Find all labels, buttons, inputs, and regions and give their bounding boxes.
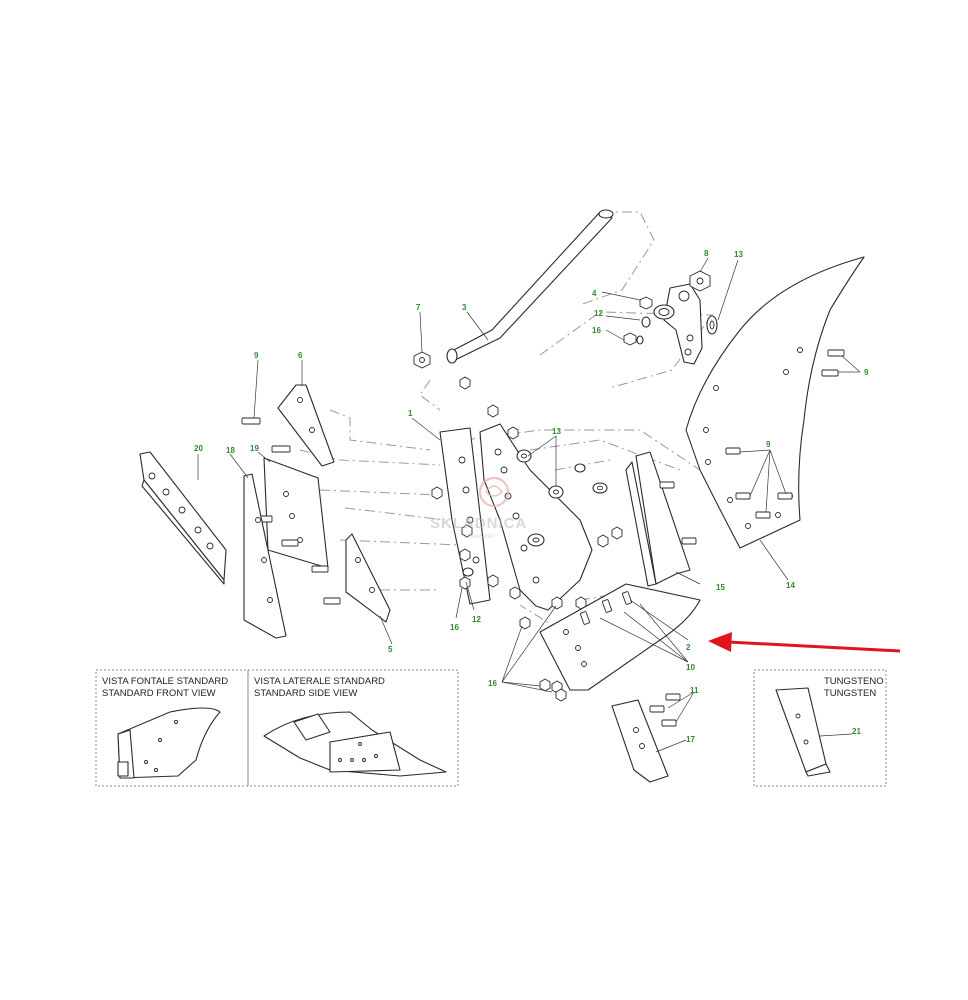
red-pointer-arrow (708, 632, 901, 653)
part-5-plate (323, 533, 391, 623)
callout-18: 18 (226, 446, 235, 455)
callout-6: 6 (298, 351, 303, 360)
part-7-nut (413, 351, 431, 369)
callout-11: 11 (690, 686, 699, 695)
inset-side-title-en: STANDARD SIDE VIEW (254, 688, 357, 699)
watermark-brand: SKLADNICA (430, 515, 527, 532)
callout-14: 14 (786, 581, 795, 590)
callout-10: 10 (686, 663, 695, 672)
callout-16-bottom: 16 (488, 679, 497, 688)
callout-9-left: 9 (254, 351, 259, 360)
inset-tungsten: TUNGSTENO TUNGSTEN 21 (753, 669, 887, 787)
leader-lines (197, 257, 861, 753)
callout-15: 15 (716, 583, 725, 592)
callout-13-top: 13 (734, 250, 743, 259)
assembly-guide-lines (299, 211, 713, 631)
part-16-nuts-frog (431, 376, 623, 630)
part-20-plate (139, 451, 227, 585)
callout-9-moldboard: 9 (766, 440, 771, 449)
part-3-beam-tube (446, 209, 614, 364)
inset-front-title-it: VISTA FONTALE STANDARD (102, 676, 228, 687)
watermark-logo: SKLADNICA ZABROWSKI (430, 476, 527, 540)
callout-21: 21 (852, 727, 861, 736)
callout-8: 8 (704, 249, 709, 258)
inset-tungsten-title-it: TUNGSTENO (824, 676, 884, 687)
part-15-landside (625, 451, 697, 587)
callout-16-top: 16 (592, 326, 601, 335)
part-18-plate (243, 473, 287, 639)
part-17-share-point (611, 693, 681, 783)
callout-numbers: 3 7 1 4 8 13 12 16 9 9 9 6 13 15 14 2 10… (194, 249, 869, 744)
inset-tungsten-title-en: TUNGSTEN (824, 688, 876, 699)
callout-12-mid: 12 (472, 615, 481, 624)
callout-4: 4 (592, 289, 597, 298)
part-4-bracket (623, 270, 718, 365)
part-1-frog-plate (439, 427, 491, 605)
inset-front-title-en: STANDARD FRONT VIEW (102, 688, 216, 699)
callout-12-top: 12 (594, 309, 603, 318)
callout-13-mid: 13 (552, 427, 561, 436)
inset-side-view: VISTA LATERALE STANDARD STANDARD SIDE VI… (247, 669, 459, 787)
callout-3: 3 (462, 303, 467, 312)
part-6-plate (241, 384, 335, 467)
part-2-share (539, 583, 701, 691)
inset-front-view: VISTA FONTALE STANDARD STANDARD FRONT VI… (95, 669, 249, 787)
callout-7: 7 (416, 303, 421, 312)
part-19-plate (255, 457, 329, 573)
callout-9-right: 9 (864, 368, 869, 377)
part-13-frog-body (479, 423, 608, 611)
callout-19: 19 (250, 444, 259, 453)
part-16-nuts-bottom (539, 678, 567, 702)
inset-side-title-it: VISTA LATERALE STANDARD (254, 676, 385, 687)
part-9-bolts-right (725, 349, 845, 519)
callout-17: 17 (686, 735, 695, 744)
callout-2: 2 (686, 643, 691, 652)
callout-16-mid: 16 (450, 623, 459, 632)
watermark-sub: ZABROWSKI (464, 534, 494, 540)
callout-1: 1 (408, 409, 413, 418)
part-14-moldboard (685, 256, 865, 549)
callout-5: 5 (388, 645, 393, 654)
callout-20: 20 (194, 444, 203, 453)
